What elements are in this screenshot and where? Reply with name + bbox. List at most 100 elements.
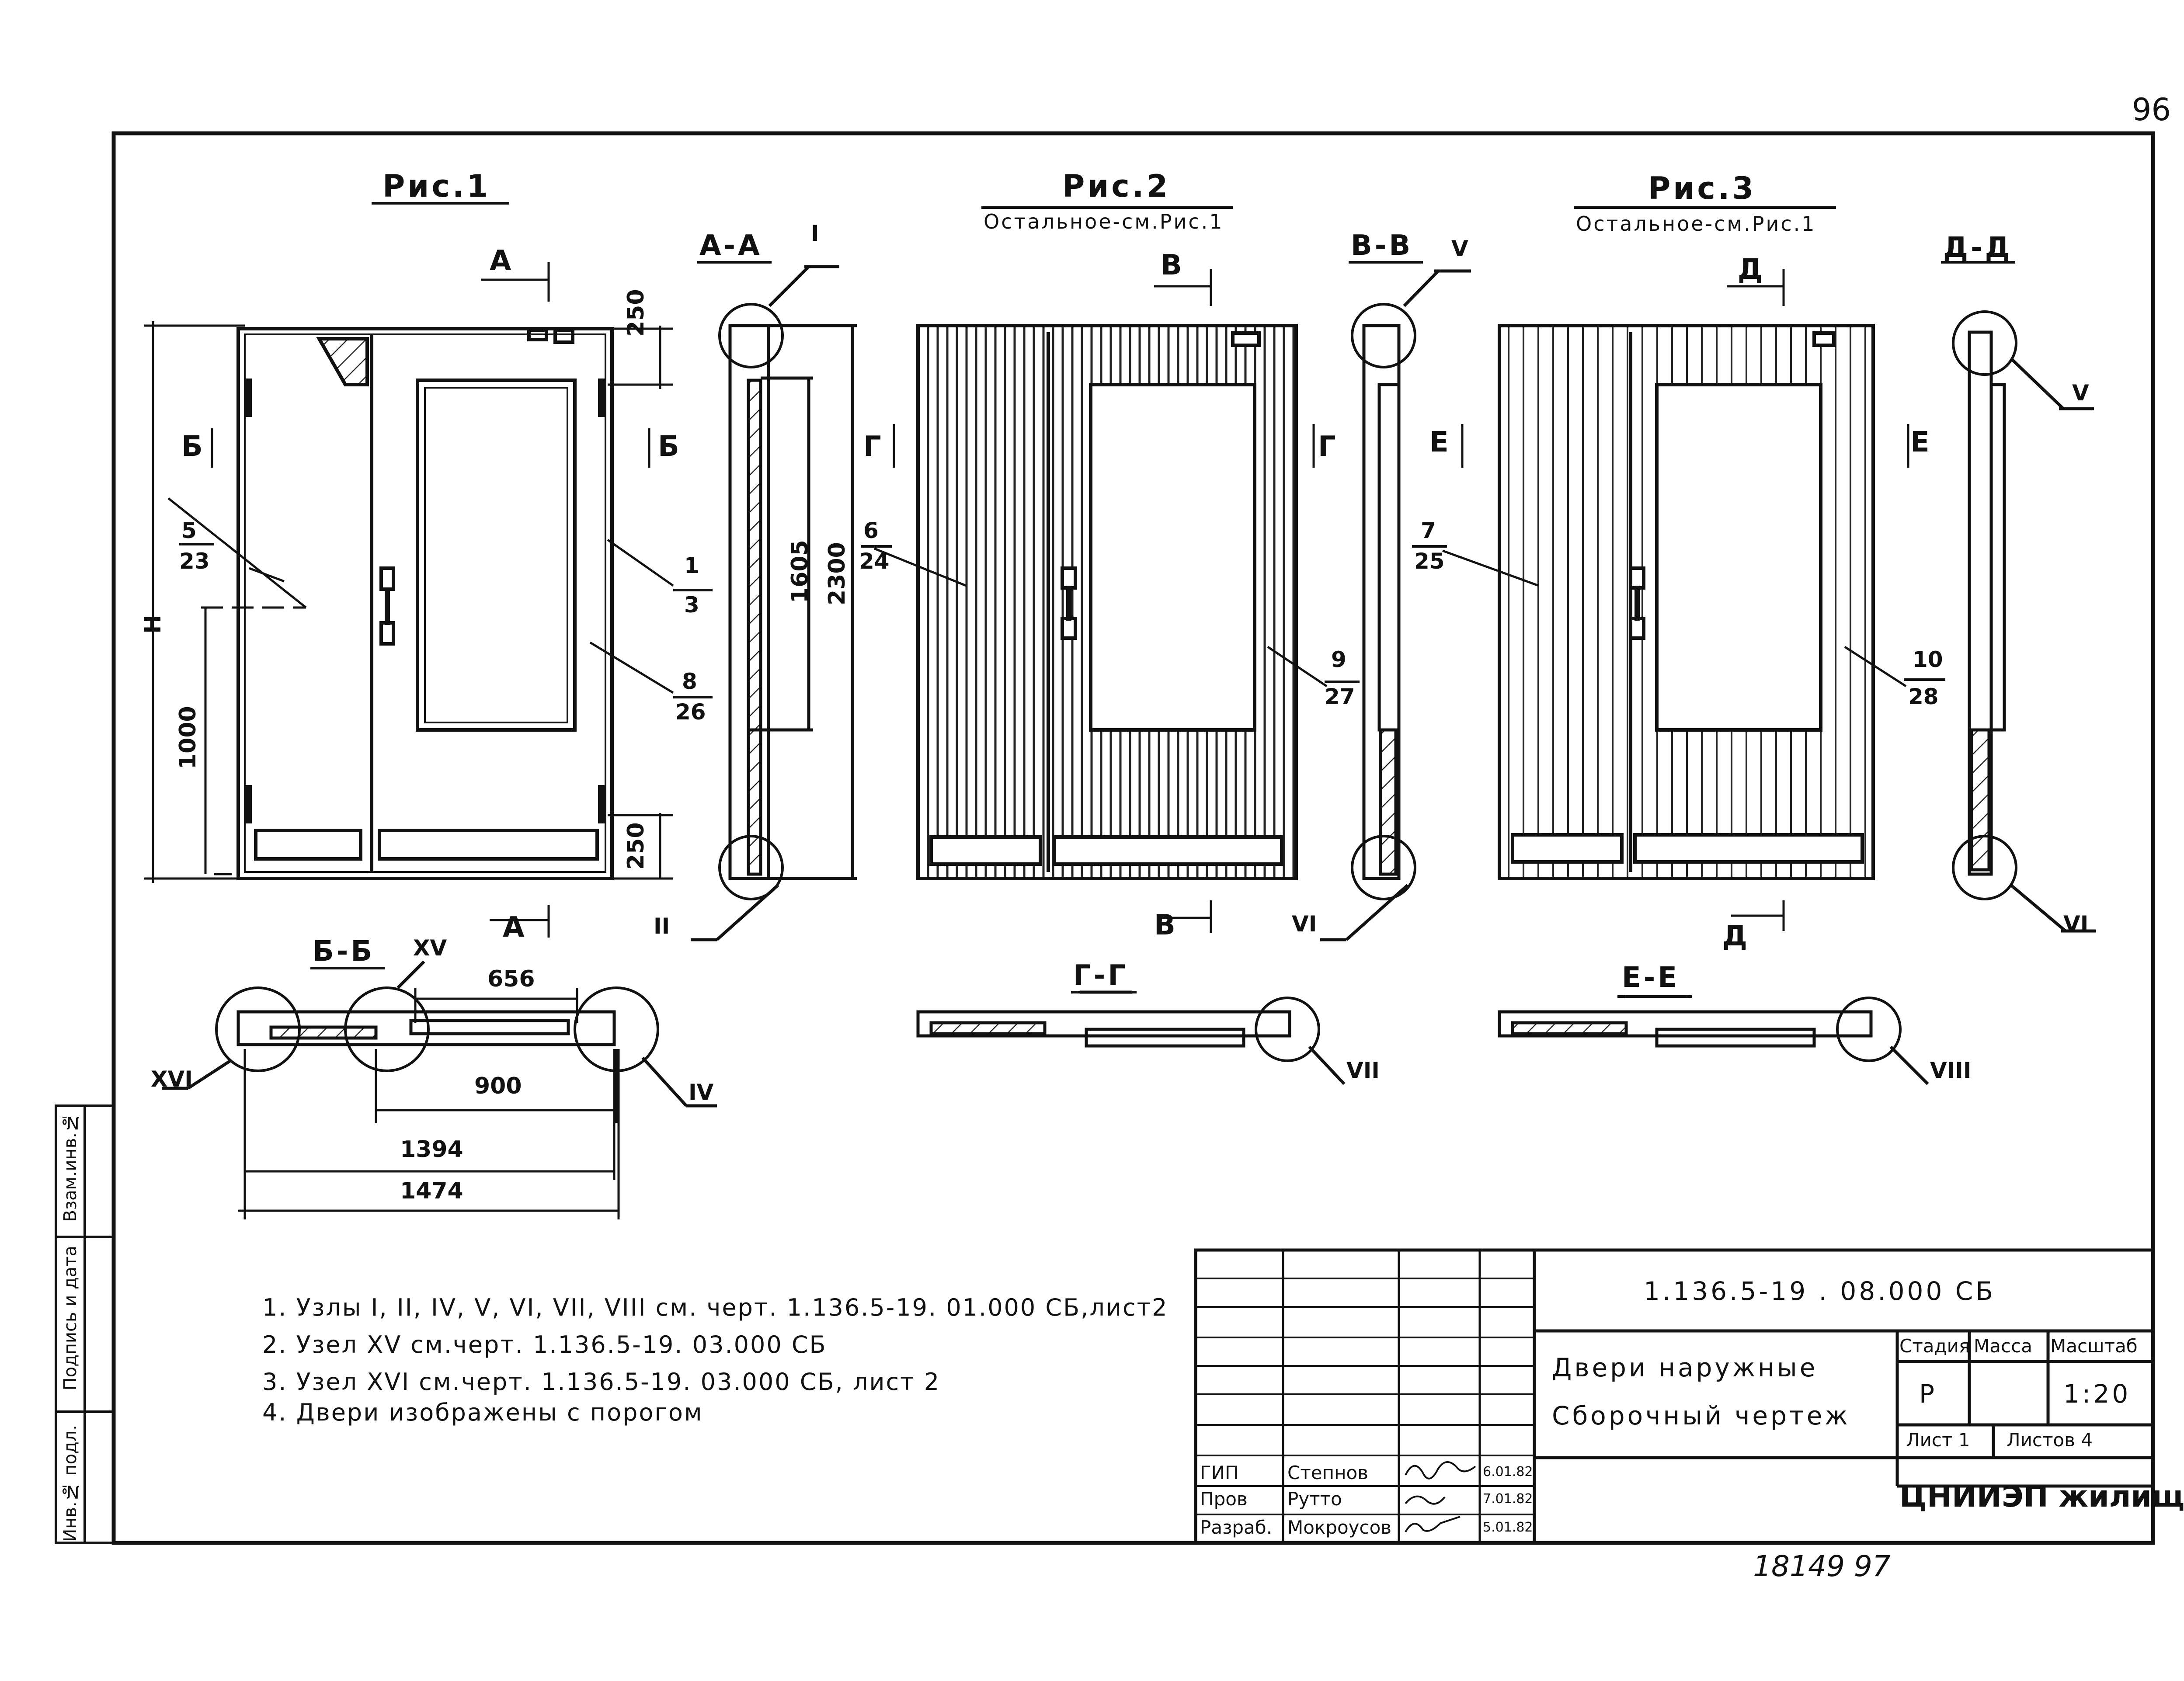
fig3-marks: [1442, 269, 1909, 931]
fig1-title: Рис.1: [383, 168, 491, 204]
fig2-subtitle: Остальное-см.Рис.1: [984, 210, 1224, 233]
date-1: 6.01.82: [1483, 1464, 1533, 1480]
dim-900: 900: [474, 1073, 522, 1099]
title-block: [1194, 1248, 2155, 1545]
section-label-vv: В-В: [1351, 229, 1413, 262]
stamp-vzam: Взам.инв.№: [60, 1112, 80, 1222]
node-vi: VI: [1292, 911, 1317, 937]
callout-7: 7: [1421, 518, 1436, 543]
dim-1000: 1000: [175, 706, 201, 769]
node-ii: II: [654, 913, 670, 939]
stage-header: Стадия: [1899, 1335, 1970, 1357]
callout-6: 6: [863, 518, 879, 543]
node-vi-right: VI: [2063, 911, 2089, 937]
cut-mark-d-bottom: Д: [1722, 920, 1750, 952]
page-number: 96: [2132, 92, 2171, 128]
node-viii: VIII: [1930, 1058, 1972, 1083]
section-gg: [916, 990, 1346, 1085]
cut-mark-d-top: Д: [1738, 254, 1765, 286]
cut-mark-b-right: Б: [658, 431, 682, 463]
node-vii: VII: [1346, 1058, 1380, 1083]
dim-250-top: 250: [623, 289, 649, 337]
note-1: 1. Узлы I, II, IV, V, VI, VII, VIII см. …: [262, 1294, 1169, 1321]
stamp-inv-podl: Инв.№ подл.: [60, 1425, 80, 1542]
cut-mark-v-top: В: [1161, 249, 1185, 281]
role-gip: ГИП: [1200, 1462, 1239, 1483]
sheet-number: Лист 1: [1906, 1429, 1970, 1451]
drawing-code: 1.136.5-19 . 08.000 СБ: [1644, 1276, 1996, 1306]
cut-mark-a-top: А: [490, 245, 514, 277]
fig1-door: [236, 327, 614, 880]
fig2-title: Рис.2: [1062, 168, 1171, 204]
fig1-dimensions: [144, 262, 674, 938]
fig2-door: [916, 324, 1298, 880]
callout-25: 25: [1414, 549, 1445, 574]
side-stamp: [55, 1104, 115, 1544]
node-xv: XV: [413, 935, 447, 961]
fig3-subtitle: Остальное-см.Рис.1: [1576, 212, 1816, 236]
cut-mark-e-left: Е: [1429, 426, 1451, 458]
cut-mark-e-right: Е: [1910, 426, 1932, 458]
sheets-total: Листов 4: [2007, 1429, 2093, 1451]
cut-mark-a-bottom: А: [503, 911, 527, 944]
stage-value: Р: [1919, 1379, 1937, 1409]
node-v-right: V: [2072, 380, 2089, 406]
dim-1605: 1605: [787, 540, 813, 603]
callout-27: 27: [1325, 684, 1355, 709]
signatures: [1405, 1461, 1476, 1533]
stamp-podpis: Подпись и дата: [60, 1246, 80, 1391]
callout-1: 1: [684, 553, 699, 578]
dim-h: Н: [140, 615, 166, 634]
callout-3: 3: [684, 592, 699, 618]
drawing-name-1: Двери наружные: [1552, 1353, 1818, 1382]
cut-mark-b-left: Б: [181, 431, 205, 463]
callout-8: 8: [682, 669, 697, 694]
role-prov: Пров: [1200, 1488, 1248, 1510]
section-dd: [1952, 310, 2096, 933]
section-vv: [1320, 269, 1471, 941]
date-2: 7.01.82: [1483, 1491, 1533, 1507]
fig3-title: Рис.3: [1648, 170, 1756, 206]
node-xvi: XVI: [151, 1066, 193, 1092]
callout-10: 10: [1913, 647, 1943, 672]
node-iv: IV: [689, 1080, 714, 1105]
name-stepnov: Степнов: [1287, 1462, 1369, 1483]
dim-250-bottom: 250: [623, 822, 649, 870]
note-3: 3. Узел XVI см.черт. 1.136.5-19. 03.000 …: [262, 1368, 941, 1396]
callout-5: 5: [181, 518, 197, 543]
dim-1474: 1474: [400, 1178, 463, 1204]
cut-mark-v-bottom: В: [1154, 909, 1178, 941]
fig2-marks: [874, 269, 1328, 933]
section-label-aa: А-А: [699, 229, 762, 262]
dim-2300: 2300: [824, 542, 850, 605]
section-label-ee: Е-Е: [1622, 962, 1680, 994]
note-4: 4. Двери изображены с порогом: [262, 1399, 703, 1426]
node-v-top: V: [1451, 236, 1468, 261]
cut-mark-g-right: Г: [1318, 431, 1339, 463]
bottom-numbers: 18149 97: [1753, 1549, 1891, 1583]
note-2: 2. Узел XV см.черт. 1.136.5-19. 03.000 С…: [262, 1331, 827, 1358]
sheet-frame: [111, 131, 2155, 1545]
callout-26: 26: [675, 699, 706, 725]
dim-656: 656: [487, 966, 535, 992]
organization: ЦНИИЭП жилища: [1899, 1480, 2184, 1514]
section-ee: [1498, 995, 1929, 1085]
mass-header: Масса: [1974, 1335, 2032, 1357]
name-rutto: Рутто: [1287, 1488, 1342, 1510]
role-razrab: Разраб.: [1200, 1517, 1273, 1538]
drawing-name-2: Сборочный чертеж: [1552, 1401, 1850, 1431]
callout-23: 23: [179, 549, 210, 574]
date-3: 5.01.82: [1483, 1520, 1533, 1535]
bb-dimensions: [238, 988, 620, 1219]
scale-header: Масштаб: [2050, 1335, 2138, 1357]
section-aa: [691, 265, 857, 941]
callout-24: 24: [859, 549, 890, 574]
cut-mark-g-left: Г: [863, 431, 884, 463]
fig3-door: [1498, 324, 1875, 880]
section-label-gg: Г-Г: [1073, 959, 1129, 992]
callout-9: 9: [1331, 647, 1346, 672]
dim-1394: 1394: [400, 1136, 463, 1163]
callout-28: 28: [1908, 684, 1939, 709]
title-underlines: [179, 202, 2015, 998]
